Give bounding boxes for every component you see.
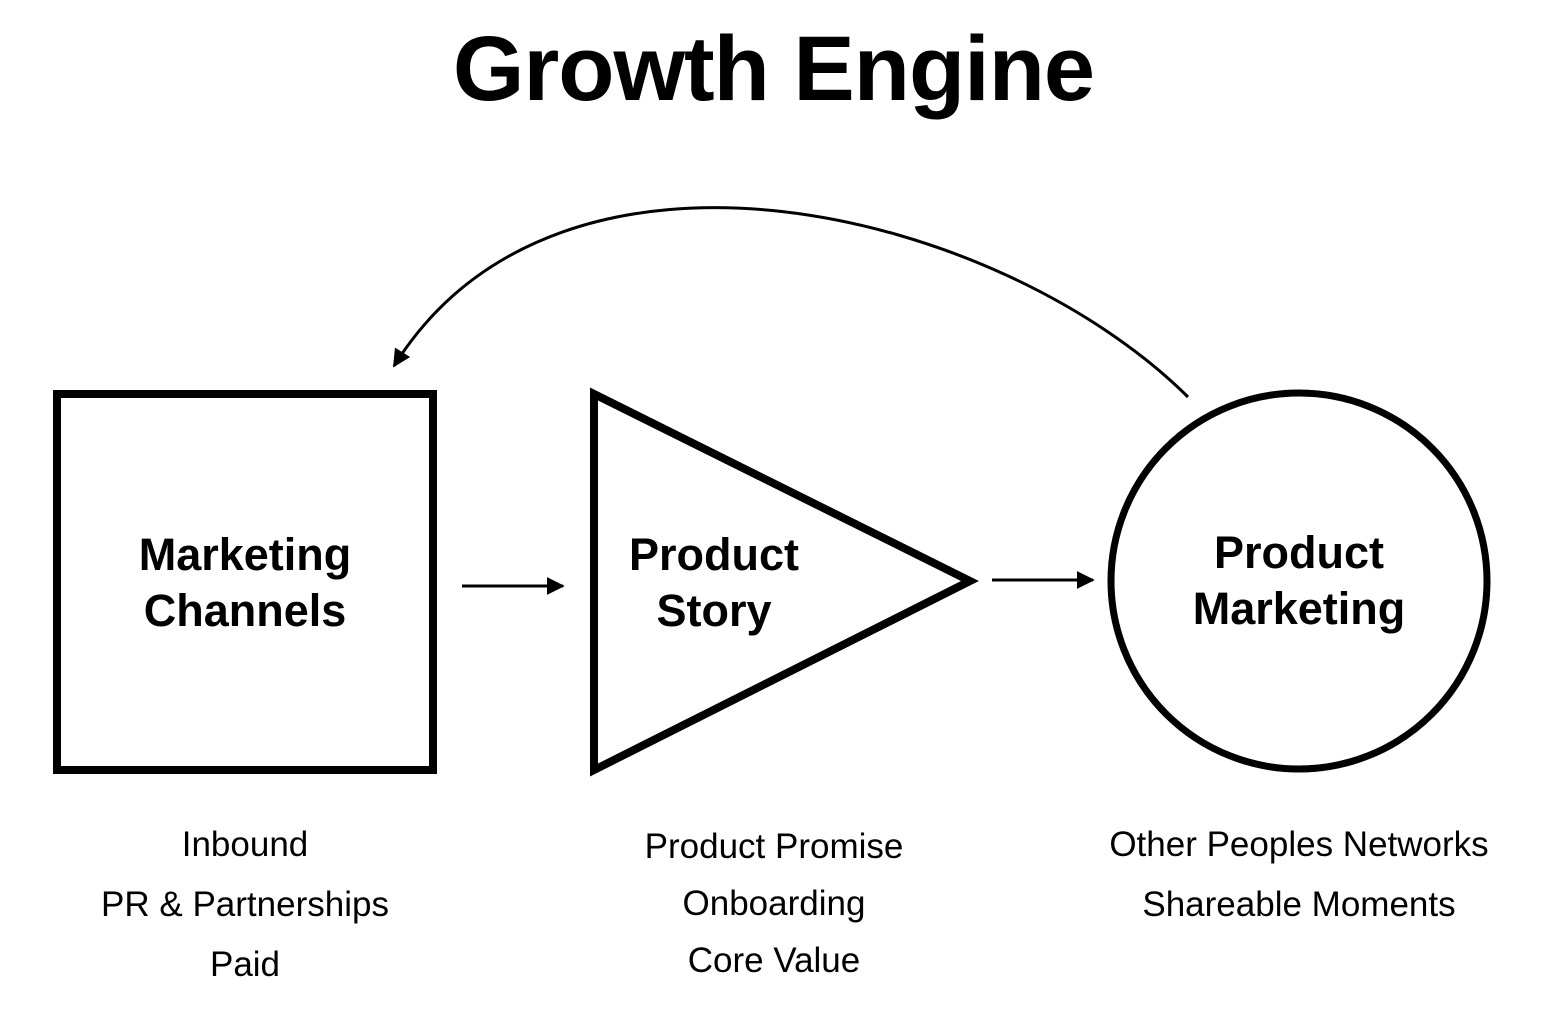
product-marketing-label: Product Marketing (1111, 525, 1487, 637)
product-story-triangle (590, 387, 979, 777)
marketing-channels-label-line-1: Marketing (138, 529, 352, 580)
product-marketing-label-line-1: Product (1213, 527, 1384, 578)
list-item: Onboarding (682, 884, 866, 923)
list-item: Core Value (687, 941, 861, 980)
list-item: Inbound (181, 825, 309, 864)
product-marketing-items: Other Peoples Networks Shareable Moments (1069, 815, 1529, 935)
list-item: Other Peoples Networks (1109, 825, 1489, 864)
product-marketing-label-line-2: Marketing (1192, 583, 1406, 634)
list-item: Product Promise (644, 827, 904, 866)
product-story-label-line-1: Product (628, 529, 799, 580)
marketing-channels-label: Marketing Channels (57, 527, 433, 639)
list-item: PR & Partnerships (101, 885, 389, 924)
product-story-label-line-2: Story (656, 585, 772, 636)
marketing-channels-label-line-2: Channels (143, 585, 347, 636)
feedback-loop-arrow (392, 206, 1190, 399)
product-marketing-circle (1107, 389, 1491, 773)
diagram-title: Growth Engine (452, 18, 1095, 120)
product-story-items: Product Promise Onboarding Core Value (574, 818, 974, 989)
marketing-channels-items: Inbound PR & Partnerships Paid (45, 815, 445, 995)
product-story-label: Product Story (594, 527, 834, 639)
list-item: Shareable Moments (1142, 885, 1456, 924)
marketing-channels-square (53, 390, 437, 774)
list-item: Paid (209, 945, 281, 984)
